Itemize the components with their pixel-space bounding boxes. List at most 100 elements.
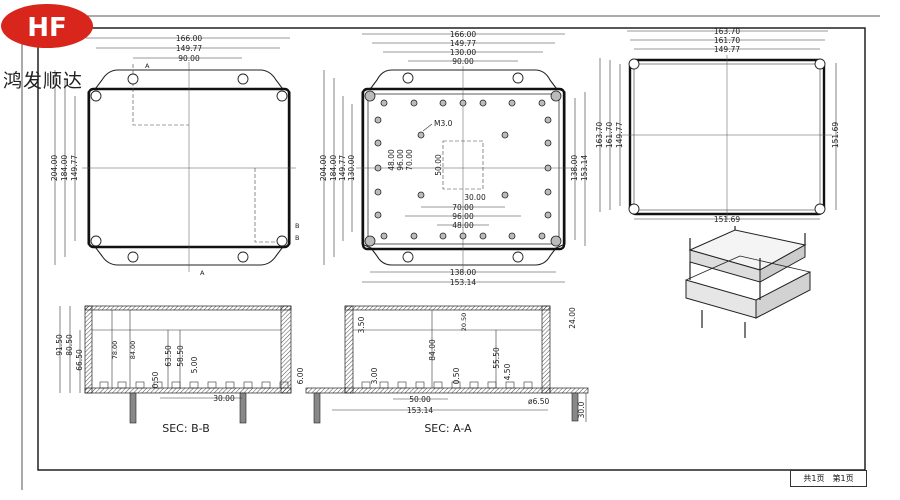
dim-aa-6: 6.00	[296, 367, 305, 384]
dim-aa-3-5: 3.50	[357, 316, 366, 333]
bottom-rib	[189, 381, 199, 389]
dim-aa-4-5: 4.50	[503, 363, 512, 380]
dim-inner-96h: 96.00	[452, 212, 474, 221]
bottom-rib	[361, 381, 371, 389]
screw-boss	[439, 232, 447, 240]
screw-boss	[410, 232, 418, 240]
dim-inner-50: 50.00	[434, 154, 443, 176]
dim-height-body: 149.77	[70, 155, 79, 181]
dim-bb-66: 66.50	[75, 349, 84, 371]
dim-right-153: 153.14	[580, 155, 589, 181]
section-a-a: 3.50 20.50 24.00 84.00 3.00 55.50 0.50 4…	[296, 305, 589, 435]
dim-bb-5: 5.00	[190, 356, 199, 373]
dim-lid-bottom: 151.69	[714, 215, 740, 224]
section-mark-b-bottom: B	[295, 234, 299, 242]
dim-width-holes: 90.00	[452, 57, 474, 66]
dim-aa-84: 84.00	[428, 339, 437, 361]
dim-inner-96: 96.00	[396, 149, 405, 171]
dim-lid-width-holes: 149.77	[714, 45, 740, 54]
dim-aa-0-5: 0.50	[452, 367, 461, 384]
screw-boss	[479, 99, 487, 107]
screw-boss	[508, 99, 516, 107]
page-footer: 共1页 第1页	[790, 470, 867, 487]
inner-frame	[37, 27, 866, 471]
dim-bb-30: 30.00	[213, 394, 235, 403]
screw-boss	[417, 191, 425, 199]
dim-lid-width-body: 161.70	[714, 36, 740, 45]
dim-lid-height-body: 161.70	[605, 122, 614, 148]
dim-aa-20-5: 20.50	[460, 313, 468, 332]
screw-boss	[374, 139, 382, 147]
bottom-view: 166.00 149.77 130.00 90.00 204.00 184.00…	[319, 30, 589, 287]
bottom-rib	[225, 381, 235, 389]
screw-boss	[501, 131, 509, 139]
dim-lid-right: 151.69	[831, 122, 840, 148]
top-view: 166.00 149.77 90.00 204.00 184.00 149.77…	[50, 34, 299, 277]
dim-aa-3: 3.00	[370, 367, 379, 384]
brand-logo: HF	[1, 4, 93, 48]
dim-aa-153: 153.14	[407, 406, 433, 415]
dim-width-overall: 166.00	[450, 30, 476, 39]
bottom-rib	[415, 381, 425, 389]
dim-width-body: 149.77	[450, 39, 476, 48]
dim-inner-48: 48.00	[387, 149, 396, 171]
dim-bb-91: 91.50	[55, 334, 64, 356]
dim-aa-24: 24.00	[568, 307, 577, 329]
screw-boss	[538, 232, 546, 240]
screw-label: M3.0	[434, 119, 453, 128]
dim-height-inner: 130.00	[347, 155, 356, 181]
bottom-rib	[279, 381, 289, 389]
screw-boss	[544, 211, 552, 219]
screw-boss	[544, 188, 552, 196]
screw-boss	[439, 99, 447, 107]
bottom-rib	[135, 381, 145, 389]
dim-height-holes: 184.00	[329, 155, 338, 181]
dim-width-overall: 166.00	[176, 34, 202, 43]
dim-width-inner: 130.00	[450, 48, 476, 57]
dim-lid-height-holes: 149.77	[615, 122, 624, 148]
dim-height-body: 149.77	[338, 155, 347, 181]
section-bb-title: SEC: B-B	[162, 422, 210, 435]
bottom-rib	[153, 381, 163, 389]
dim-bb-80: 80.50	[65, 334, 74, 356]
screw-boss	[544, 139, 552, 147]
dim-lid-width-overall: 163.70	[714, 27, 740, 36]
screw-boss	[380, 99, 388, 107]
dim-inner-70: 70.00	[405, 149, 414, 171]
dim-aa-50: 50.00	[409, 395, 431, 404]
dim-right-138: 138.00	[570, 155, 579, 181]
screw-boss	[417, 131, 425, 139]
dim-bb-58: 58.50	[176, 345, 185, 367]
total-pages: 共1页	[803, 474, 825, 483]
screw-boss	[374, 188, 382, 196]
bottom-rib	[261, 381, 271, 389]
brand-name: 鸿发顺达	[3, 70, 84, 92]
dim-lid-height-overall: 163.70	[595, 122, 604, 148]
section-mark-a-top: A	[145, 62, 150, 70]
dim-bb-78: 78.00	[111, 341, 119, 360]
bottom-rib	[171, 381, 181, 389]
screw-boss	[374, 211, 382, 219]
bottom-rib	[469, 381, 479, 389]
bottom-rib	[117, 381, 127, 389]
dim-bb-05: 0.50	[151, 371, 160, 388]
dim-width-holes: 90.00	[178, 54, 200, 63]
bottom-rib	[487, 381, 497, 389]
screw-boss	[459, 99, 467, 107]
logo-text: HF	[27, 13, 67, 43]
bottom-rib	[397, 381, 407, 389]
dim-aa-screw-len: 30.0	[577, 401, 586, 418]
screw-boss	[459, 232, 467, 240]
screw-boss	[508, 232, 516, 240]
dim-height-overall: 204.00	[319, 155, 328, 181]
screw-boss	[544, 164, 552, 172]
lid-view: 163.70 161.70 149.77 163.70 161.70 149.7…	[595, 27, 840, 224]
dim-bb-63: 63.50	[164, 345, 173, 367]
dim-bottom-138: 138.00	[450, 268, 476, 277]
dim-aa-hole-dia: ø6.50	[528, 397, 550, 406]
dim-inner-70h: 70.00	[452, 203, 474, 212]
section-aa-title: SEC: A-A	[424, 422, 472, 435]
section-mark-a-bottom: A	[200, 269, 205, 277]
bottom-rib	[243, 381, 253, 389]
